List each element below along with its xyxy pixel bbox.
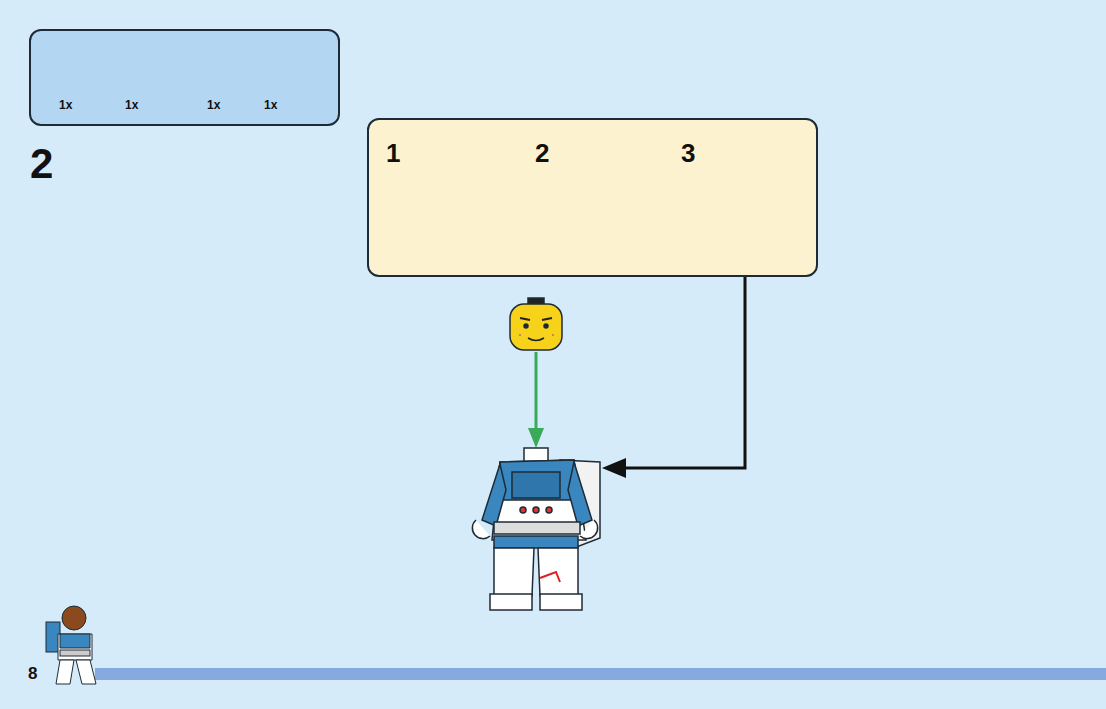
page-bar [95,668,1106,680]
assembly-arrow [602,277,745,478]
part-quantity: 1x [207,98,220,112]
minifig-head [510,298,562,350]
corner-minifig [46,606,96,684]
minifig-body [472,448,600,610]
callout-number: 2 [535,138,549,169]
page-number: 8 [28,664,37,684]
part-quantity: 1x [59,98,72,112]
head-arrow [528,352,544,448]
step-number: 2 [30,140,53,188]
callout-number: 1 [386,138,400,169]
callout-number: 3 [681,138,695,169]
parts-list-box: 1x 1x 1x 1x [29,29,340,126]
part-quantity: 1x [264,98,277,112]
substep-box: 1 2 3 [367,118,818,277]
part-quantity: 1x [125,98,138,112]
